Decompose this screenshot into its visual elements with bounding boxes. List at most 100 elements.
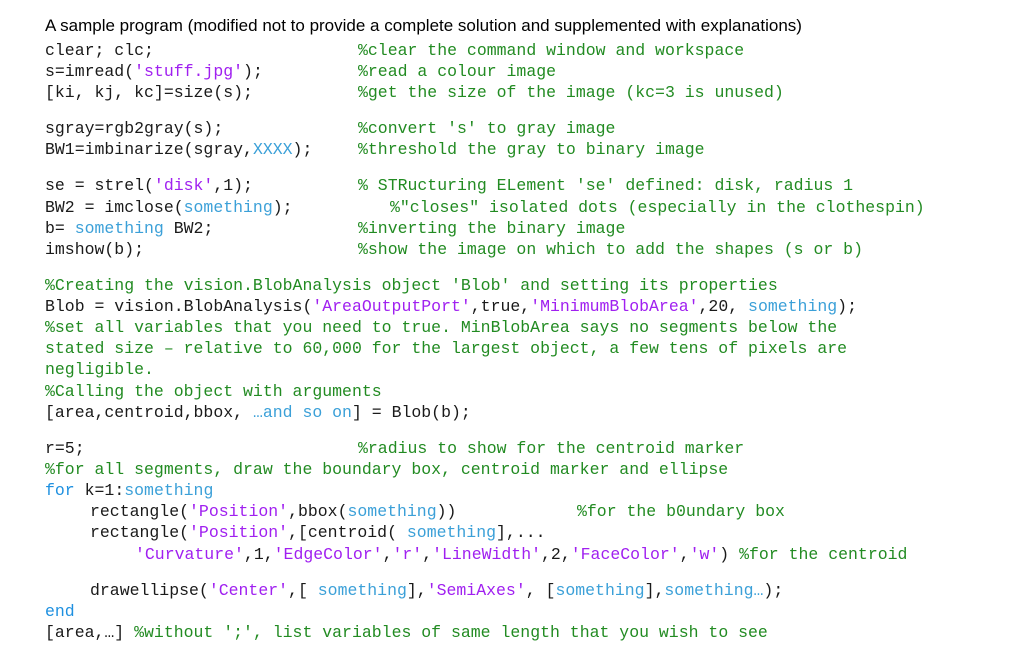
code: [area,…] [45, 623, 135, 642]
string-literal: 'AreaOutputPort' [312, 297, 471, 316]
code-line-4: sgray=rgb2gray(s); [45, 118, 223, 139]
comment-line-18: %for all segments, draw the boundary box… [45, 460, 729, 479]
code-line-23: drawellipse('Center',[ something],'SemiA… [90, 580, 783, 601]
code-line-2: s=imread('stuff.jpg'); [45, 61, 263, 82]
code: k=1: [74, 481, 125, 500]
code: clear; clc; [45, 41, 154, 60]
string-literal: 'Position' [189, 523, 289, 542]
string-literal: 'stuff.jpg' [134, 62, 244, 81]
string-literal: 'FaceColor' [570, 545, 680, 564]
code: Blob = vision.BlobAnalysis( [45, 297, 313, 316]
keyword: for [45, 481, 75, 500]
code-line-21: rectangle('Position',[centroid( somethin… [90, 522, 546, 543]
code: ,bbox( [288, 502, 348, 521]
placeholder-text: something [347, 502, 437, 521]
code-line-5: BW1=imbinarize(sgray,XXXX); [45, 139, 312, 160]
code-line-25: [area,…] %without ';', list variables of… [45, 622, 768, 643]
code: BW2; [163, 219, 214, 238]
string-literal: 'Position' [189, 502, 289, 521]
comment-line-7: %"closes" isolated dots (especially in t… [390, 198, 925, 217]
code: [ki, kj, kc]=size(s); [45, 83, 253, 102]
string-literal: 'w' [689, 545, 720, 564]
code: ); [763, 581, 784, 600]
inline-comment: %for the centroid [739, 545, 908, 564]
comment-line-20: %for the b0undary box [577, 502, 785, 521]
code-line-24: end [45, 602, 75, 621]
code: )) [436, 502, 457, 521]
code: imshow(b); [45, 240, 145, 259]
code-line-3: [ki, kj, kc]=size(s); [45, 82, 253, 103]
code: ], [406, 581, 427, 600]
code: ,1); [213, 176, 253, 195]
code: BW1=imbinarize(sgray, [45, 140, 253, 159]
code-line-7: BW2 = imclose(something); [45, 197, 293, 218]
code: s=imread( [45, 62, 135, 81]
code: r=5; [45, 439, 85, 458]
code: ] = Blob(b); [351, 403, 471, 422]
document-title: A sample program (modified not to provid… [45, 16, 802, 35]
code: ); [837, 297, 857, 316]
code-line-22: 'Curvature',1,'EdgeColor','r','LineWidth… [135, 544, 907, 565]
code: drawellipse( [90, 581, 209, 600]
code-line-16: [area,centroid,bbox, …and so on] = Blob(… [45, 402, 471, 423]
string-literal: 'Curvature' [135, 545, 244, 564]
comment-line-6: % STRucturing ELement 'se' defined: disk… [358, 176, 854, 195]
code: [area,centroid,bbox, [45, 403, 253, 422]
comment-line-13: stated size – relative to 60,000 for the… [45, 339, 848, 358]
code: ,1, [243, 545, 274, 564]
comment-line-15: %Calling the object with arguments [45, 382, 382, 401]
code: ); [243, 62, 263, 81]
placeholder-text: something [555, 581, 645, 600]
placeholder-text: something [406, 523, 497, 542]
string-literal: 'EdgeColor' [273, 545, 383, 564]
placeholder-text: XXXX [252, 140, 293, 159]
string-literal: 'Center' [208, 581, 289, 600]
comment-line-9: %show the image on which to add the shap… [358, 240, 863, 259]
string-literal: 'disk' [153, 176, 214, 195]
code-line-6: se = strel('disk',1); [45, 175, 253, 196]
code: ],... [496, 523, 546, 542]
code: sgray=rgb2gray(s); [45, 119, 224, 138]
code: ,true, [470, 297, 531, 316]
code: ); [272, 198, 293, 217]
comment-line-8: %inverting the binary image [358, 219, 626, 238]
code-line-9: imshow(b); [45, 239, 144, 260]
code: ); [292, 140, 313, 159]
string-literal: 'MinimumBlobArea' [530, 297, 699, 316]
code: ,20, [698, 297, 749, 316]
code: rectangle( [90, 523, 190, 542]
comment-line-5: %threshold the gray to binary image [358, 140, 705, 159]
placeholder-text: something [183, 198, 273, 217]
code-line-17: r=5; [45, 438, 85, 459]
code: , [422, 545, 433, 564]
placeholder-text: something… [664, 581, 764, 600]
comment-line-4: %convert 's' to gray image [358, 119, 616, 138]
placeholder-text: something [317, 581, 407, 600]
comment-line-12: %set all variables that you need to true… [45, 318, 838, 337]
code: BW2 = imclose( [45, 198, 184, 217]
comment-line-3: %get the size of the image (kc=3 is unus… [358, 83, 784, 102]
string-literal: 'r' [392, 545, 423, 564]
code: b= [45, 219, 75, 238]
placeholder-text: something [74, 219, 164, 238]
code: ) [719, 545, 740, 564]
code: , [ [525, 581, 556, 600]
placeholder-text: something [124, 481, 214, 500]
code: , [382, 545, 393, 564]
comment-line-14: negligible. [45, 360, 154, 379]
code: se = strel( [45, 176, 154, 195]
code: rectangle( [90, 502, 190, 521]
placeholder-text: …and so on [252, 403, 352, 422]
inline-comment: %without ';', list variables of same len… [134, 623, 768, 642]
string-literal: 'SemiAxes' [426, 581, 526, 600]
code-line-8: b= something BW2; [45, 218, 213, 239]
code-line-1: clear; clc; [45, 40, 154, 61]
comment-line-17: %radius to show for the centroid marker [358, 439, 745, 458]
code: ,2, [541, 545, 571, 564]
comment-line-10: %Creating the vision.BlobAnalysis object… [45, 276, 778, 295]
code: ,[centroid( [288, 523, 407, 542]
string-literal: 'LineWidth' [432, 545, 542, 564]
code: ,[ [288, 581, 318, 600]
comment-line-2: %read a colour image [358, 62, 557, 81]
